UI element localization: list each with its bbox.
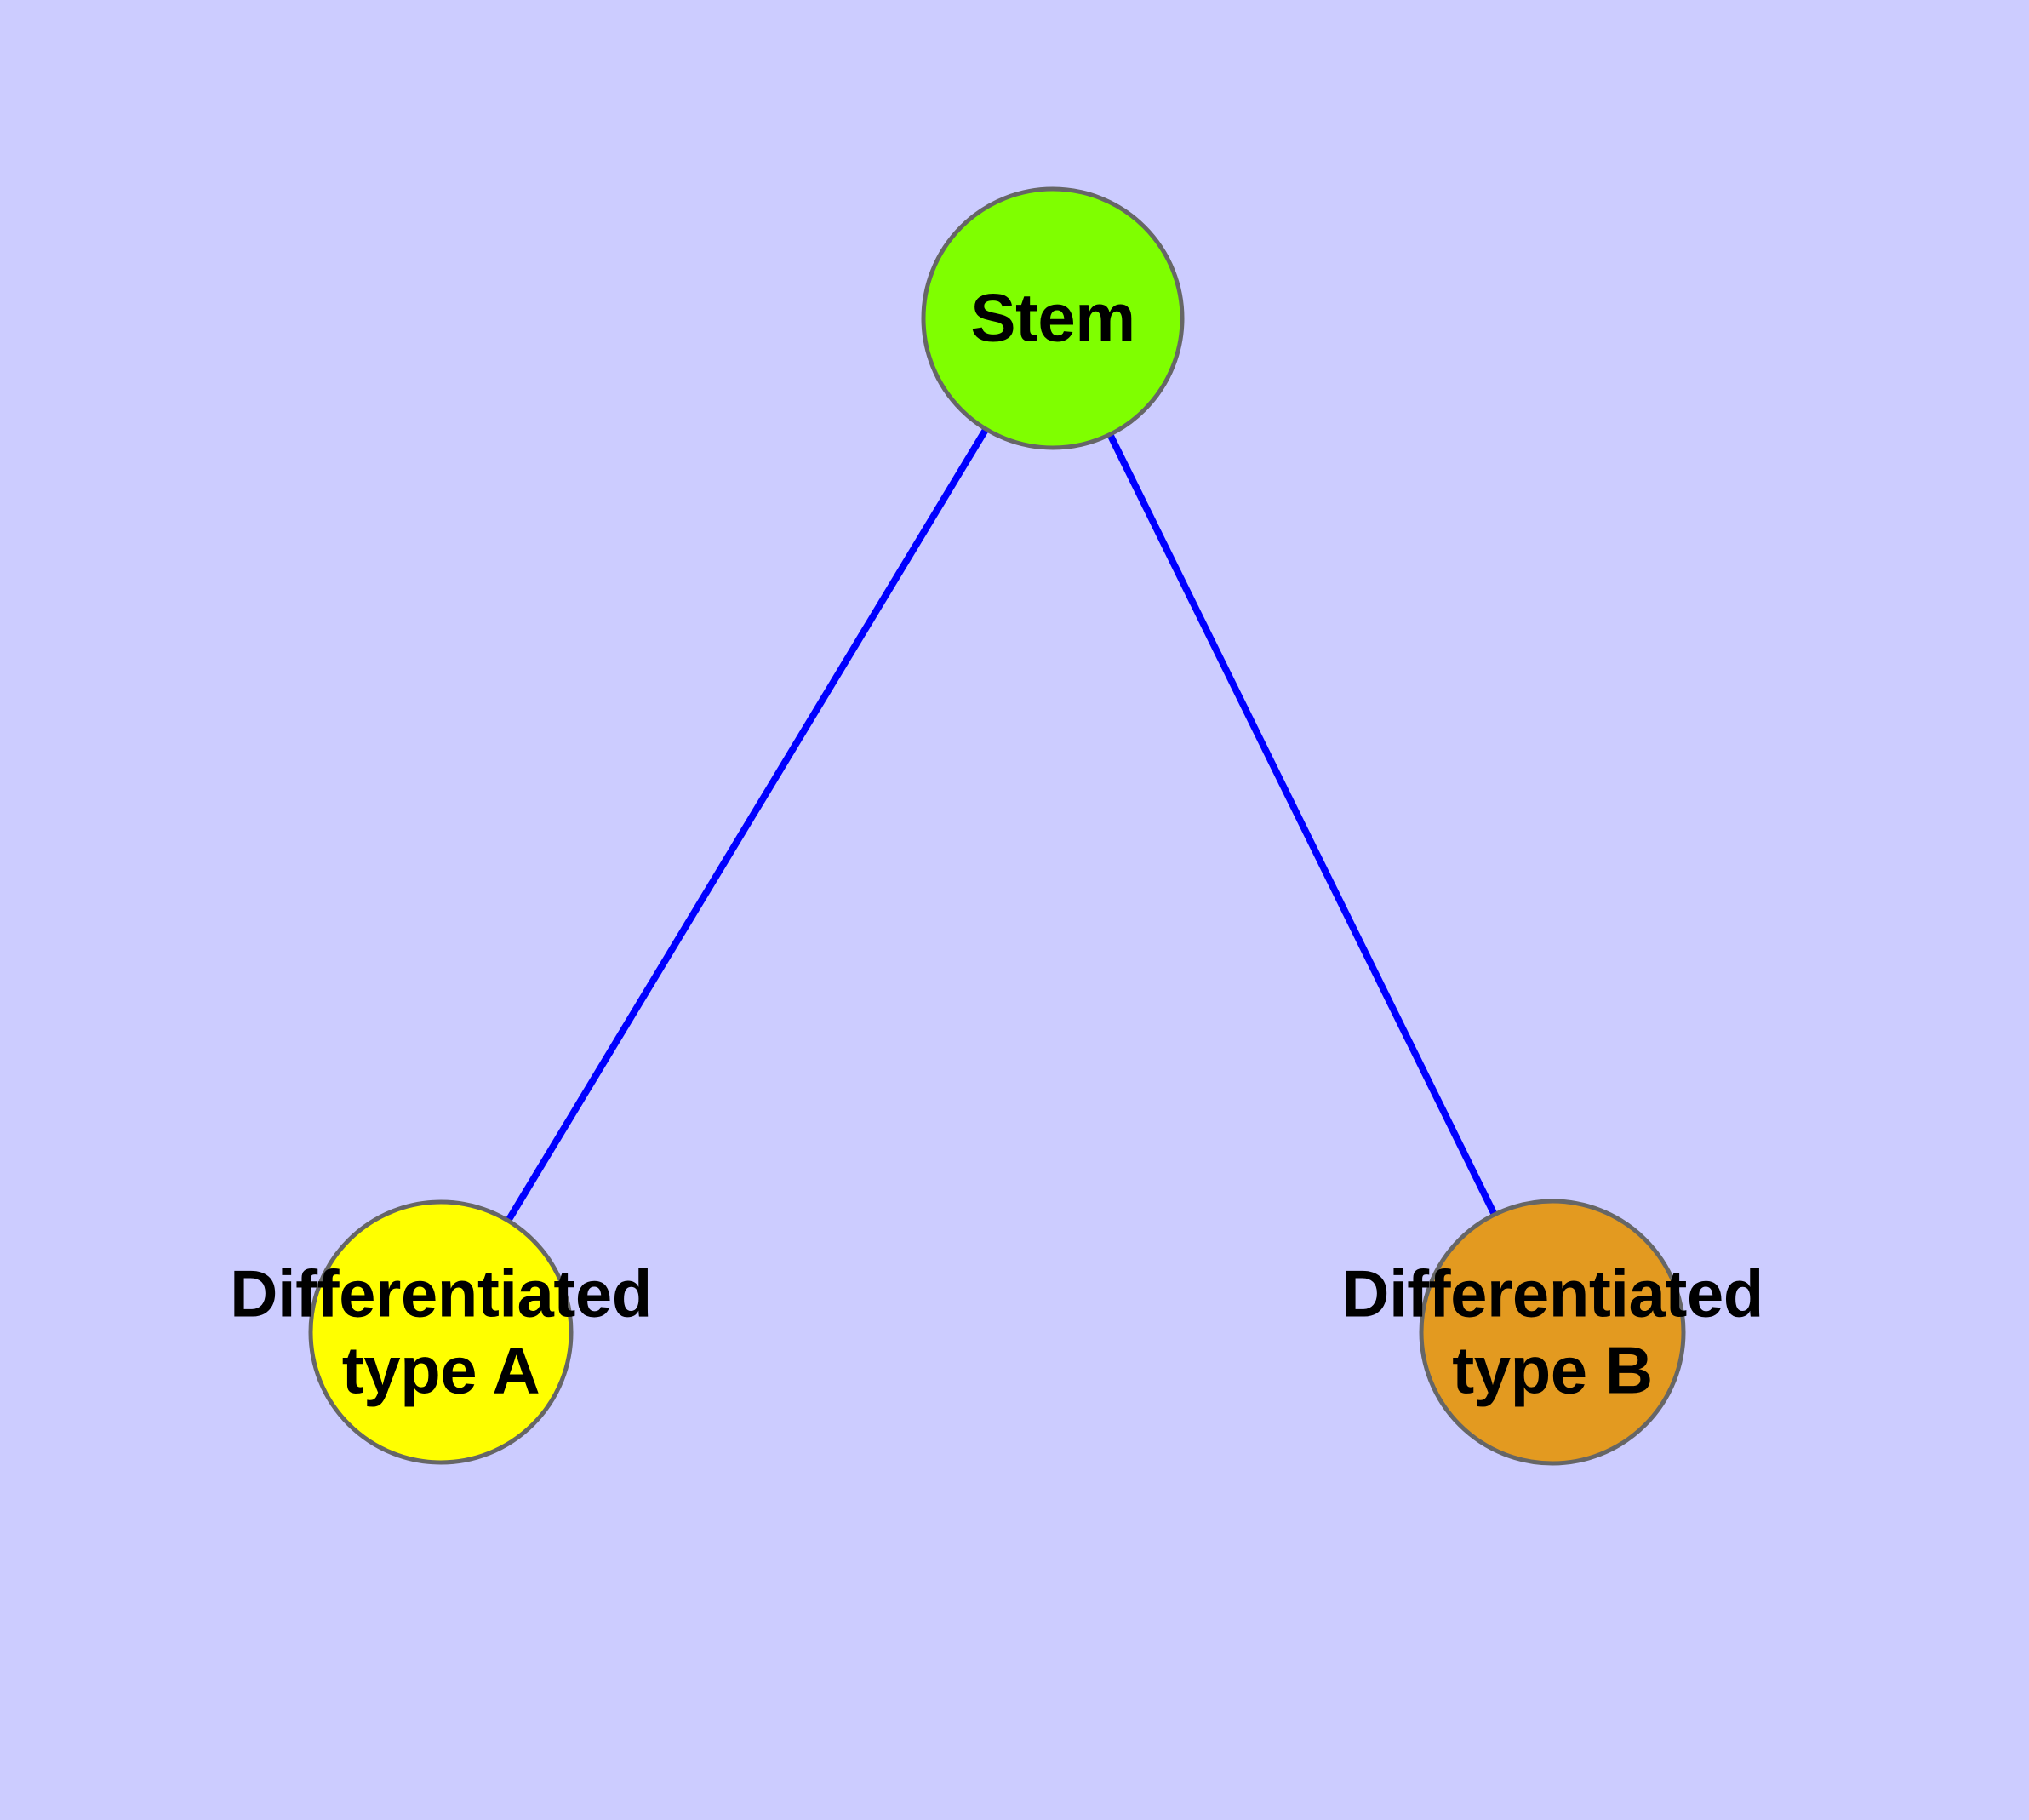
edges-layer [437,316,1556,1335]
graph-node-diff_a[interactable] [308,1199,574,1465]
graph-node-diff_b[interactable] [1419,1199,1686,1466]
graph-edge-stem-diff_a [437,316,1056,1335]
nodes-layer [308,186,1686,1466]
graph-edge-stem-diff_b [1049,317,1556,1334]
graph-node-stem[interactable] [921,186,1185,450]
